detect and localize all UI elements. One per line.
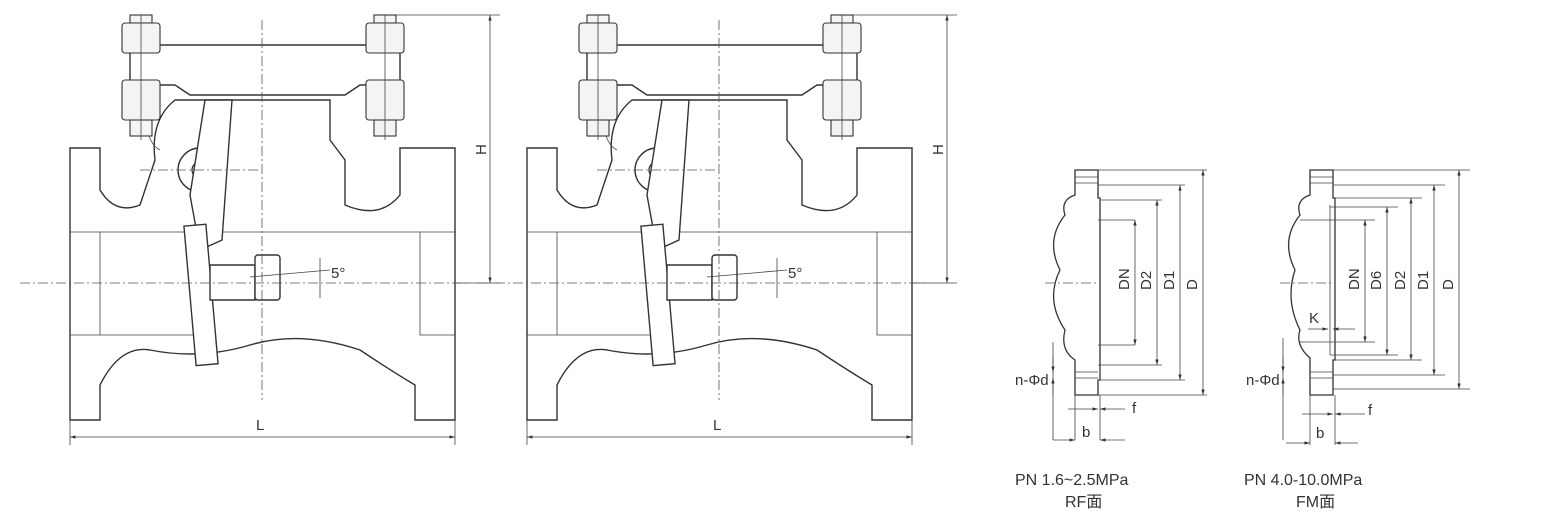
b-label: b xyxy=(1082,424,1090,441)
caption-face: RF面 xyxy=(1065,494,1102,511)
hole-label: n-Φd xyxy=(1246,372,1280,389)
dim-dn: DN xyxy=(1116,268,1133,290)
b-label: b xyxy=(1316,425,1324,442)
f-label: f xyxy=(1368,402,1373,419)
length-label: L xyxy=(256,417,264,434)
dim-d6: D6 xyxy=(1368,271,1385,290)
valve-view-1: H L 5° xyxy=(20,15,500,445)
length-label: L xyxy=(713,417,721,434)
dim-d1: D1 xyxy=(1415,271,1432,290)
height-label: H xyxy=(930,144,947,155)
hole-label: n-Φd xyxy=(1015,372,1049,389)
dim-d2: D2 xyxy=(1138,271,1155,290)
dim-d: D xyxy=(1440,279,1457,290)
dim-d1: D1 xyxy=(1161,271,1178,290)
k-label: K xyxy=(1309,310,1319,327)
caption-face: FM面 xyxy=(1296,494,1335,511)
angle-label: 5° xyxy=(331,265,345,282)
caption-pressure: PN 1.6~2.5MPa xyxy=(1015,472,1129,489)
f-label: f xyxy=(1132,400,1137,417)
flange-detail-rf: DN D2 D1 D n-Φd f b PN 1.6~2.5MPa RF面 xyxy=(1015,169,1207,511)
dim-dn: DN xyxy=(1346,268,1363,290)
dim-d2: D2 xyxy=(1392,271,1409,290)
angle-label: 5° xyxy=(788,265,802,282)
height-label: H xyxy=(473,144,490,155)
dim-d: D xyxy=(1184,279,1201,290)
caption-pressure: PN 4.0-10.0MPa xyxy=(1244,472,1362,489)
valve-view-2: H L 5° xyxy=(477,15,957,445)
flange-detail-fm: DN D6 D2 D1 D K n-Φd f b PN 4.0-10.0MPa … xyxy=(1244,169,1470,511)
